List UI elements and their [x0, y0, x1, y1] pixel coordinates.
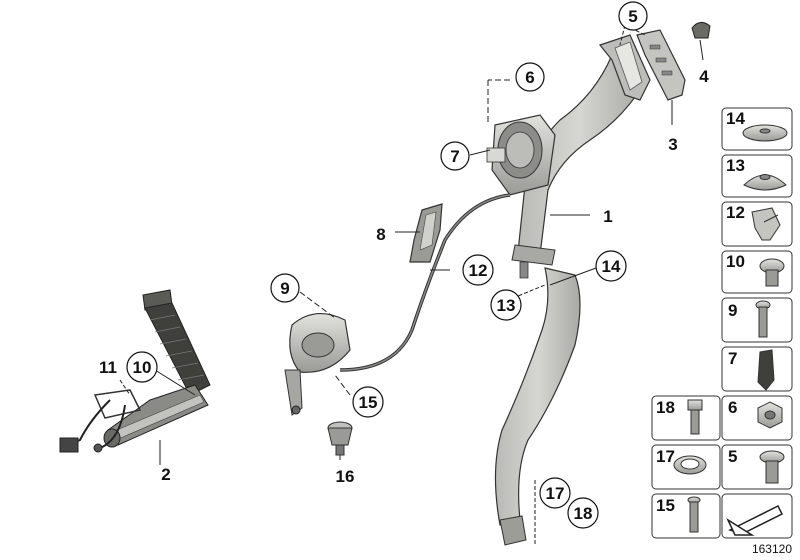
callout-2-label: 2 — [161, 465, 170, 484]
callout-11-label: 11 — [99, 358, 117, 377]
belt-lower — [494, 267, 581, 546]
harness-11 — [59, 389, 142, 453]
callout-17: 17 — [539, 477, 571, 509]
callout-13: 13 — [490, 289, 522, 321]
legend-tile-5 — [721, 444, 793, 490]
callout-14: 14 — [595, 250, 627, 282]
anchor-9 — [284, 313, 351, 416]
callout-10-label: 10 — [133, 358, 152, 377]
callout-16-label: 16 — [336, 467, 355, 486]
legend-label-13: 13 — [726, 156, 745, 175]
callout-18-label: 18 — [574, 504, 593, 523]
callout-18: 18 — [567, 497, 599, 529]
callout-7: 7 — [440, 141, 470, 171]
legend-label-6: 6 — [728, 398, 737, 417]
callout-7-label: 7 — [450, 147, 459, 166]
legend-label-17: 17 — [656, 447, 675, 466]
callout-12-label: 12 — [469, 261, 488, 280]
callout-17-label: 17 — [546, 484, 565, 503]
legend-tile-14 — [721, 107, 793, 151]
parts-legend — [651, 107, 793, 539]
legend-tile-18 — [651, 395, 721, 441]
cover-3 — [636, 29, 686, 101]
legend-label-12: 12 — [726, 203, 745, 222]
cable-highlight — [339, 194, 511, 371]
callout-12: 12 — [462, 254, 494, 286]
callout-4-label: 4 — [699, 67, 709, 86]
callout-9-label: 9 — [280, 279, 289, 298]
legend-tile-arrow — [721, 493, 793, 539]
legend-labels: 14 13 12 10 9 7 18 6 17 5 15 — [656, 109, 745, 515]
buckle-2 — [103, 289, 211, 448]
legend-tile-15 — [651, 493, 721, 539]
legend-label-5: 5 — [728, 447, 737, 466]
legend-tile-6 — [721, 395, 793, 441]
legend-tile-13 — [721, 154, 793, 198]
legend-label-18: 18 — [656, 398, 675, 417]
belt-upper — [511, 34, 651, 279]
callout-10: 10 — [126, 351, 158, 383]
legend-label-10: 10 — [726, 252, 745, 271]
legend-tile-10 — [721, 250, 793, 294]
legend-tile-7 — [721, 346, 793, 392]
callout-14-label: 14 — [602, 257, 621, 276]
callout-13-label: 13 — [497, 296, 516, 315]
callout-6-label: 6 — [525, 68, 534, 87]
legend-label-14: 14 — [726, 109, 745, 128]
legend-label-9: 9 — [728, 301, 737, 320]
cap-4 — [691, 22, 711, 39]
diagram-number: 163120 — [752, 542, 792, 556]
legend-label-15: 15 — [656, 496, 675, 515]
callout-8-label: 8 — [376, 225, 385, 244]
bolt-16 — [327, 421, 353, 456]
callout-15-label: 15 — [359, 393, 378, 412]
callout-3-label: 3 — [668, 135, 677, 154]
callout-15: 15 — [352, 386, 384, 418]
legend-tile-12 — [721, 201, 793, 247]
legend-label-7: 7 — [728, 349, 737, 368]
retractor — [486, 114, 556, 196]
legend-tile-17 — [651, 444, 721, 490]
callout-5-label: 5 — [628, 7, 637, 26]
callout-1-label: 1 — [603, 207, 612, 226]
callout-9: 9 — [270, 273, 300, 303]
callout-6: 6 — [515, 62, 545, 92]
callout-5: 5 — [618, 1, 648, 31]
bracket-8 — [409, 203, 443, 263]
legend-tile-9 — [721, 297, 793, 343]
